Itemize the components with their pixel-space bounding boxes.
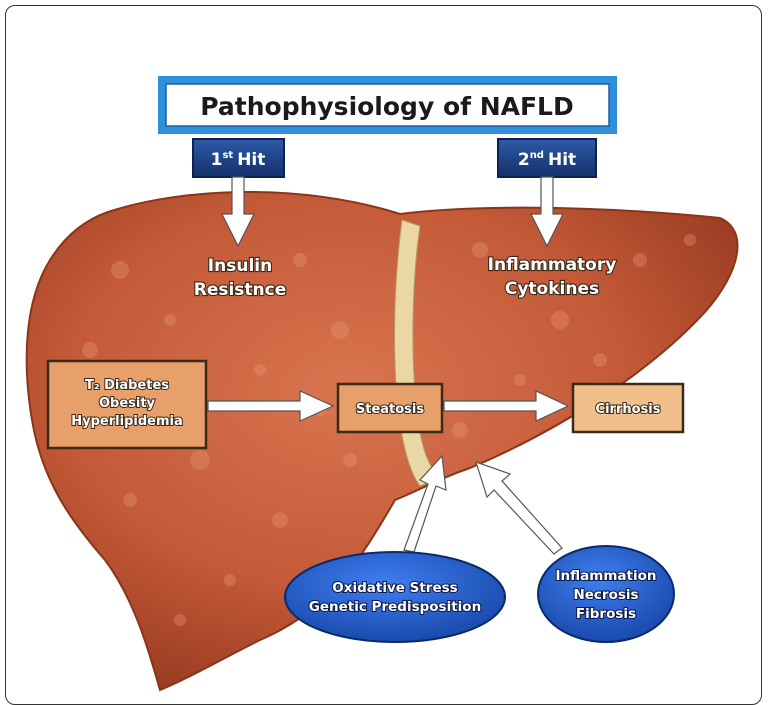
causes-to-steatosis-arrow (207, 390, 335, 422)
inflammation-arrow (475, 461, 563, 555)
steatosis-label: Steatosis (356, 402, 425, 417)
first-hit-arrow (221, 176, 255, 248)
inflammation-ellipse (537, 545, 675, 643)
title-box-inner (165, 83, 610, 127)
steatosis-to-cirrhosis-arrow (443, 390, 570, 422)
oxidative-ellipse (284, 551, 506, 643)
first-hit-box (192, 138, 285, 178)
cirrhosis-box (571, 382, 685, 434)
second-hit-arrow (530, 176, 564, 248)
diagram-title: Pathophysiology of NAFLD (200, 92, 574, 121)
oxidative-arrow (403, 454, 447, 553)
liver-shape (25, 191, 739, 692)
causes-box (46, 359, 208, 450)
steatosis-box (336, 382, 444, 434)
cirrhosis-label: Cirrhosis (596, 402, 661, 417)
